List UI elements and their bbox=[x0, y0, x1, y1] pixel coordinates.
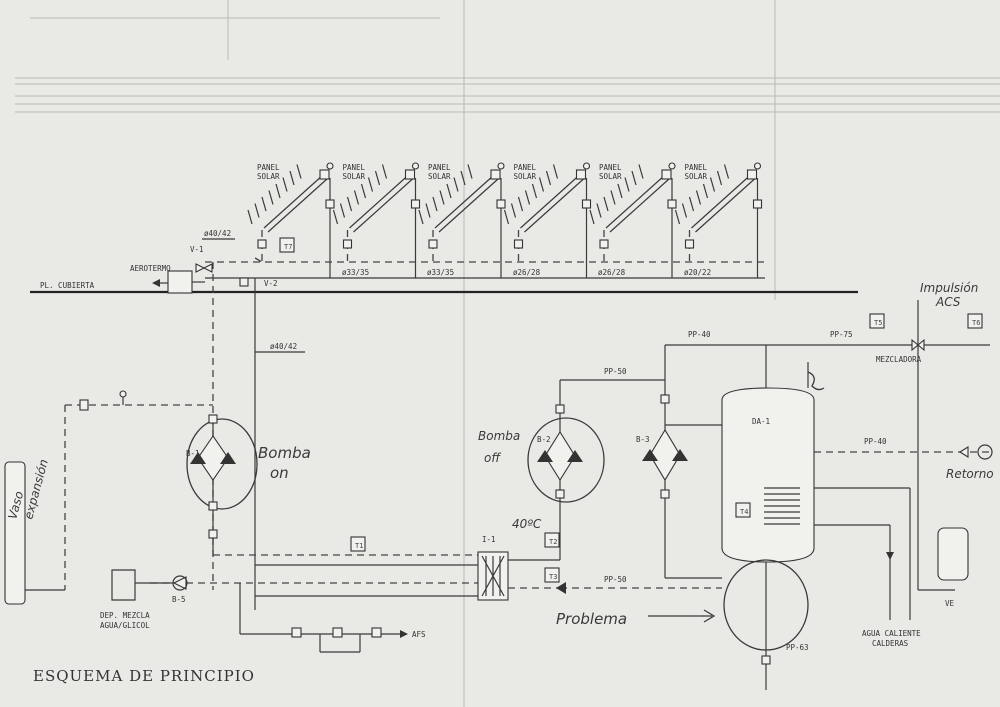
svg-text:SOLAR: SOLAR bbox=[514, 172, 537, 181]
note-acs: ACS bbox=[935, 295, 961, 309]
note-temperature: 40ºC bbox=[512, 517, 542, 531]
lower-loop: PP-50 PP-63 bbox=[556, 562, 809, 690]
pipe-size-labels: ø40/42 ø33/35 ø33/35 ø26/28 ø26/28 ø20/2… bbox=[202, 229, 711, 353]
dep-mezcla-label-2: AGUA/GLICOL bbox=[100, 621, 150, 630]
sensor-t3: T3 bbox=[549, 573, 557, 581]
pipe-pp63: PP-63 bbox=[786, 643, 809, 652]
dep-mezcla-label: DEP. MEZCLA bbox=[100, 611, 150, 620]
note-impulsion: Impulsión bbox=[920, 281, 978, 295]
sensor-t7: T7 bbox=[284, 243, 292, 251]
aerotermo-unit: AEROTERMO V-1 V-2 T7 bbox=[130, 237, 295, 294]
pipe-pp75: PP-75 bbox=[830, 330, 853, 339]
svg-text:PANEL: PANEL bbox=[343, 163, 366, 172]
valve-v1-label: V-1 bbox=[190, 245, 204, 254]
svg-text:PANEL: PANEL bbox=[514, 163, 537, 172]
mixing-tank-b5: B-5 DEP. MEZCLA AGUA/GLICOL bbox=[100, 569, 188, 630]
sensor-t5: T5 bbox=[874, 319, 882, 327]
afs-label: AFS bbox=[412, 630, 426, 639]
pipe-size-label: ø40/42 bbox=[270, 342, 297, 351]
tank-label: DA-1 bbox=[752, 417, 770, 426]
storage-tank-da1: DA-1 T4 bbox=[721, 345, 815, 563]
svg-text:SOLAR: SOLAR bbox=[599, 172, 622, 181]
note-expansion: expansión bbox=[21, 458, 50, 521]
svg-text:PANEL: PANEL bbox=[685, 163, 708, 172]
pump-b1-label: B-1 bbox=[186, 449, 200, 458]
svg-text:SOLAR: SOLAR bbox=[343, 172, 366, 181]
heat-exchanger-i1: I-1 T2 T3 bbox=[477, 532, 560, 601]
pipe-size-label: ø26/28 bbox=[513, 268, 541, 277]
pump-group-b3: B-3 bbox=[636, 345, 722, 578]
pipe-size-label: ø20/22 bbox=[684, 268, 711, 277]
pipe-pp50-lower: PP-50 bbox=[604, 575, 627, 584]
pipe-size-label: ø33/35 bbox=[427, 268, 454, 277]
note-bomba-off: Bomba bbox=[478, 429, 520, 443]
svg-text:SOLAR: SOLAR bbox=[257, 172, 280, 181]
pump-group-b2: B-2 PP-50 bbox=[527, 367, 665, 560]
note-bomba-on: Bomba bbox=[258, 444, 311, 462]
sensor-t1: T1 bbox=[355, 542, 363, 550]
note-off: off bbox=[484, 451, 501, 465]
pump-b5-label: B-5 bbox=[172, 595, 186, 604]
sheet-frame bbox=[15, 0, 1000, 707]
pump-b3-label: B-3 bbox=[636, 435, 650, 444]
page-title: ESQUEMA DE PRINCIPIO bbox=[33, 667, 255, 685]
pipe-size-label: ø33/35 bbox=[342, 268, 369, 277]
aerotermo-label: AEROTERMO bbox=[130, 264, 171, 273]
sensor-t4: T4 bbox=[740, 508, 748, 516]
svg-text:PANEL: PANEL bbox=[599, 163, 622, 172]
primary-loop: T1 bbox=[150, 536, 478, 597]
solar-panel-array: PANELSOLARPANELSOLARPANELSOLARPANELSOLAR… bbox=[247, 162, 763, 278]
svg-text:PANEL: PANEL bbox=[257, 163, 280, 172]
ve-label: VE bbox=[945, 599, 955, 608]
exchanger-label: I-1 bbox=[482, 535, 496, 544]
pipe-size-label: ø40/42 bbox=[204, 229, 231, 238]
svg-text:PANEL: PANEL bbox=[428, 163, 451, 172]
return-branch: PP-40 AGUA CALIENTE CALDERAS VE bbox=[814, 345, 993, 648]
svg-text:SOLAR: SOLAR bbox=[428, 172, 451, 181]
sensor-t6: T6 bbox=[972, 319, 980, 327]
expansion-branch bbox=[4, 390, 213, 605]
pump-group-b1: B-1 bbox=[186, 414, 258, 555]
valve-v2-label: V-2 bbox=[264, 279, 278, 288]
pump-b2-label: B-2 bbox=[537, 435, 551, 444]
agua-caliente-label: AGUA CALIENTE bbox=[862, 629, 921, 638]
calderas-label: CALDERAS bbox=[872, 639, 909, 648]
pipe-size-label: ø26/28 bbox=[598, 268, 626, 277]
note-on: on bbox=[270, 464, 289, 482]
mezcladora-label: MEZCLADORA bbox=[876, 355, 922, 364]
afs-supply-line: AFS bbox=[239, 583, 426, 653]
sensor-t2: T2 bbox=[549, 538, 557, 546]
svg-text:SOLAR: SOLAR bbox=[685, 172, 708, 181]
roof-label: PL. CUBIERTA bbox=[40, 281, 95, 290]
pipe-pp40-top: PP-40 bbox=[688, 330, 711, 339]
pipe-pp40-right: PP-40 bbox=[864, 437, 887, 446]
note-problema: Problema bbox=[556, 610, 627, 628]
note-retorno: Retorno bbox=[946, 467, 994, 481]
hot-water-line: PP-40 PP-75 T5 T6 MEZCLADORA bbox=[665, 300, 990, 388]
pipe-pp50-upper: PP-50 bbox=[604, 367, 627, 376]
